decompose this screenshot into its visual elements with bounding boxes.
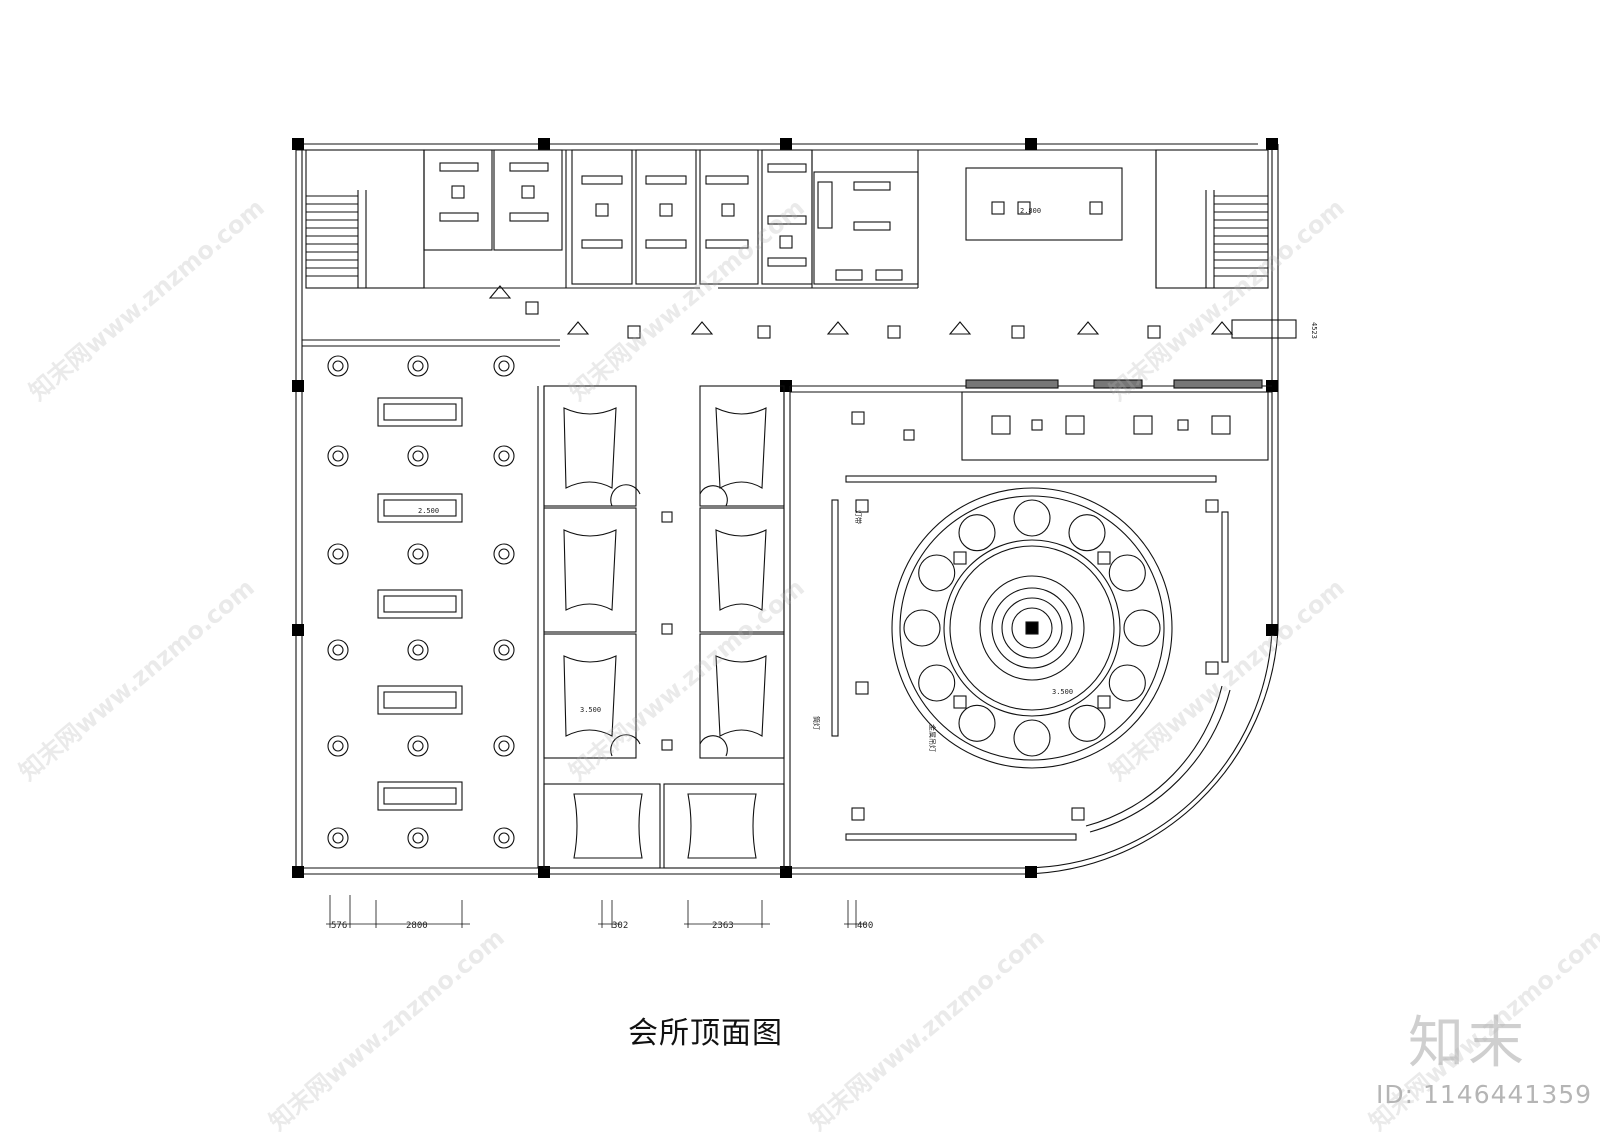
ceiling-lamp <box>327 639 349 661</box>
hall-spot-lights <box>851 411 1219 821</box>
dimension-label-400: 400 <box>857 921 873 931</box>
elevation-label-left-hall: 2.500 <box>418 507 439 515</box>
ceiling-lamp-core <box>412 360 424 372</box>
ceiling-lamp <box>493 827 515 849</box>
dimension-lines <box>326 895 866 928</box>
ceiling-lamp-core <box>332 450 344 462</box>
banquet-ring-lamp <box>958 514 996 552</box>
banquet-ring-lamp <box>1108 664 1146 702</box>
ceiling-lamp <box>327 445 349 467</box>
ceiling-lamp-core <box>498 548 510 560</box>
ceiling-lamp-core <box>412 450 424 462</box>
ceiling-lamp <box>327 827 349 849</box>
ceiling-lamp <box>327 355 349 377</box>
banquet-ring-lamp <box>918 664 956 702</box>
ceiling-lamp <box>493 735 515 757</box>
ceiling-lamp <box>327 543 349 565</box>
banquet-outer-lamps <box>903 499 1161 757</box>
ceiling-lamp-core <box>498 450 510 462</box>
ceiling-lamp-core <box>332 740 344 752</box>
ceiling-lamp <box>407 543 429 565</box>
columns <box>292 138 1278 878</box>
ceiling-lamp <box>407 735 429 757</box>
dimension-label-2363: 2363 <box>712 921 734 931</box>
annotation-lamp-strip: 灯带 <box>854 510 863 524</box>
ceiling-lamp-core <box>412 644 424 656</box>
drawing-title: 会所顶面图 <box>628 1016 783 1051</box>
banquet-ring-lamp <box>1068 514 1106 552</box>
banquet-ring-lamp <box>1108 554 1146 592</box>
annotation-lighting-note: 金属吊灯 <box>928 724 937 752</box>
right-top-strip <box>790 379 1272 461</box>
elevation-label-banquet: 3.500 <box>1052 688 1073 696</box>
dimension-label-2800: 2800 <box>406 921 428 931</box>
ceiling-lamp-core <box>332 832 344 844</box>
elevation-label-private-room: 3.500 <box>580 706 601 714</box>
elevation-label-top: 2.800 <box>1020 207 1041 215</box>
banquet-ring-lamp <box>1123 609 1161 647</box>
ceiling-lamp-core <box>412 740 424 752</box>
left-hall <box>302 339 560 868</box>
annotation-side-dim: 4523 <box>1310 322 1318 339</box>
ceiling-lamp-core <box>332 548 344 560</box>
ceiling-lamp-core <box>498 360 510 372</box>
ceiling-lamp <box>407 445 429 467</box>
banquet-ring-lamp <box>1068 704 1106 742</box>
left-hall-ceiling-lights <box>327 355 515 849</box>
banquet-ring-lamp <box>1013 719 1051 757</box>
ceiling-lamp <box>407 639 429 661</box>
ceiling-lamp <box>493 445 515 467</box>
ceiling-lamp-core <box>412 548 424 560</box>
banquet-hall <box>831 475 1229 841</box>
private-rooms <box>543 385 791 869</box>
annotation-down-light: 筒灯 <box>812 716 821 730</box>
banquet-ring-lamp <box>958 704 996 742</box>
ceiling-lamp <box>407 827 429 849</box>
corridor-lights <box>488 285 1297 339</box>
stairs-right <box>1155 149 1269 289</box>
dimension-label-576: 576 <box>331 921 347 931</box>
ceiling-lamp-core <box>498 644 510 656</box>
ceiling-lamp <box>493 543 515 565</box>
drawing-id: ID: 1146441359 <box>1376 1080 1593 1109</box>
banquet-ring-lamp <box>903 609 941 647</box>
ceiling-lamp <box>493 639 515 661</box>
brand-logo: 知末 <box>1408 1011 1528 1076</box>
top-rooms <box>423 149 1157 289</box>
ceiling-lamp-core <box>498 832 510 844</box>
ceiling-lamp-core <box>332 644 344 656</box>
ceiling-lamp <box>493 355 515 377</box>
ceiling-lamp <box>327 735 349 757</box>
stairs-left <box>305 149 425 289</box>
banquet-ring-lamp <box>1013 499 1051 537</box>
ceiling-lamp-core <box>412 832 424 844</box>
ceiling-lamp-core <box>332 360 344 372</box>
ceiling-lamp <box>407 355 429 377</box>
banquet-ring-lamp <box>918 554 956 592</box>
ceiling-lamp-core <box>498 740 510 752</box>
dimension-label-302: 302 <box>612 921 628 931</box>
